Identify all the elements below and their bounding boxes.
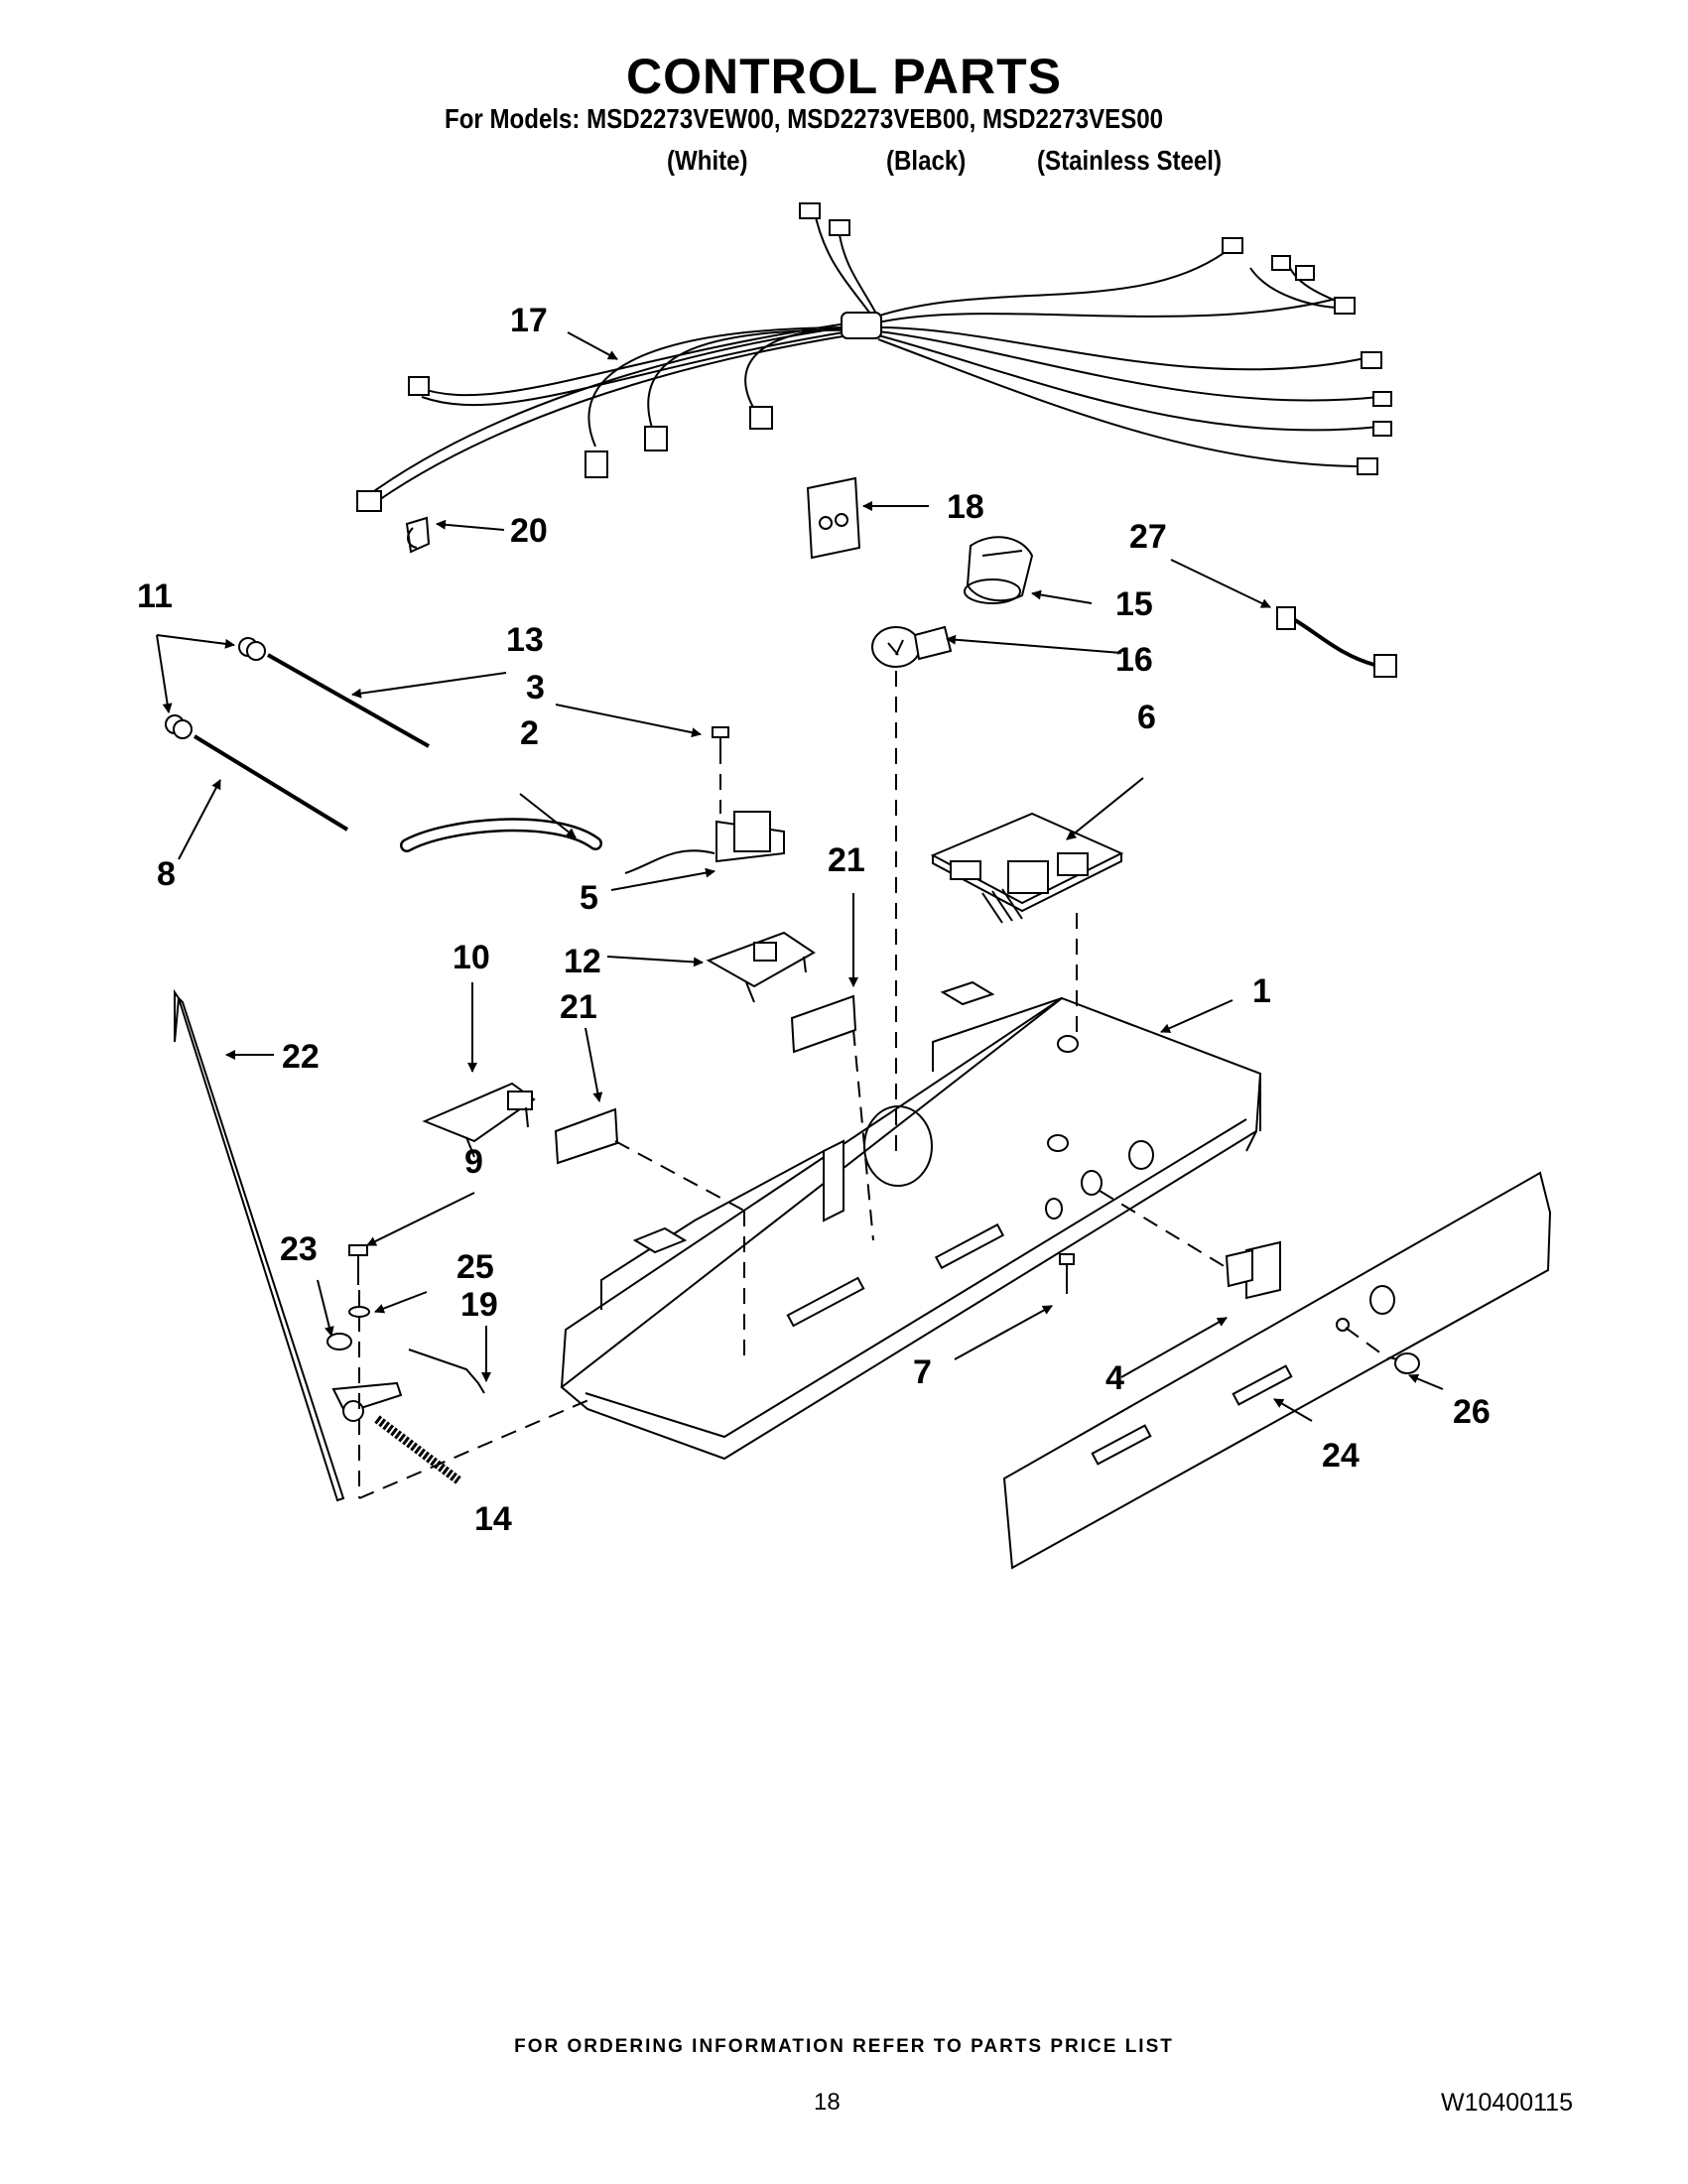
callout-26: 26 (1453, 1393, 1491, 1431)
control-housing (560, 980, 1262, 1461)
thermistor-rods (165, 637, 430, 832)
screw-3 (712, 726, 729, 764)
label-21-right (790, 994, 857, 1054)
screw-7 (1059, 1253, 1075, 1294)
page-title: CONTROL PARTS (626, 49, 1062, 104)
control-board (930, 812, 1124, 924)
control-panel (1002, 1171, 1552, 1570)
callout-21-right: 21 (828, 841, 865, 879)
light-socket (964, 536, 1034, 604)
connector-harness (1276, 606, 1397, 678)
leader-arrows (156, 331, 1444, 1422)
callout-12: 12 (564, 943, 601, 980)
callout-11: 11 (137, 578, 173, 615)
callout-22: 22 (282, 1038, 320, 1076)
foam-pad (806, 476, 861, 560)
control-knob (1225, 1240, 1281, 1300)
callout-23: 23 (280, 1230, 318, 1268)
callout-14: 14 (474, 1500, 512, 1538)
callout-10: 10 (453, 939, 490, 976)
callout-9: 9 (464, 1143, 483, 1181)
callout-27: 27 (1129, 518, 1167, 556)
callout-21-left: 21 (560, 988, 597, 1026)
callout-labels: 1 2 3 4 5 6 7 8 9 10 11 12 13 14 15 16 1… (137, 302, 1491, 1538)
ordering-note: FOR ORDERING INFORMATION REFER TO PARTS … (514, 2036, 1174, 2057)
callout-19: 19 (460, 1286, 498, 1324)
push-plug (1388, 1352, 1420, 1374)
sensor-bracket-10 (422, 1082, 536, 1158)
wire-clip (405, 516, 431, 554)
label-21-left (554, 1107, 619, 1165)
callout-17: 17 (510, 302, 548, 339)
callout-20: 20 (510, 512, 548, 550)
callout-24: 24 (1322, 1437, 1360, 1475)
trim-strip (174, 988, 345, 1502)
variant-white: (White) (667, 145, 748, 176)
callout-13: 13 (506, 621, 544, 659)
spring (374, 1415, 461, 1484)
wire-harness (356, 202, 1392, 512)
model-list: For Models: MSD2273VEW00, MSD2273VEB00, … (445, 103, 1164, 134)
hardware-stack (326, 1244, 403, 1422)
callout-2: 2 (520, 714, 539, 752)
callout-1: 1 (1252, 972, 1271, 1010)
callout-15: 15 (1115, 585, 1153, 623)
callout-25: 25 (456, 1248, 494, 1286)
callout-7: 7 (913, 1353, 932, 1391)
variant-black: (Black) (886, 145, 967, 176)
callout-18: 18 (947, 488, 984, 526)
callout-4: 4 (1105, 1359, 1124, 1397)
light-switch (624, 811, 785, 874)
light-bulb (871, 625, 953, 668)
variant-stainless: (Stainless Steel) (1037, 145, 1223, 176)
callout-8: 8 (157, 855, 176, 893)
document-number: W10400115 (1441, 2089, 1573, 2117)
callout-5: 5 (580, 879, 598, 917)
callout-16: 16 (1115, 641, 1153, 679)
callout-6: 6 (1137, 699, 1156, 736)
sensor-bracket-12 (706, 931, 816, 1003)
wire-19 (408, 1349, 485, 1394)
assembly-lines (358, 671, 1390, 1499)
callout-3: 3 (526, 669, 545, 707)
page-number: 18 (814, 2089, 841, 2116)
